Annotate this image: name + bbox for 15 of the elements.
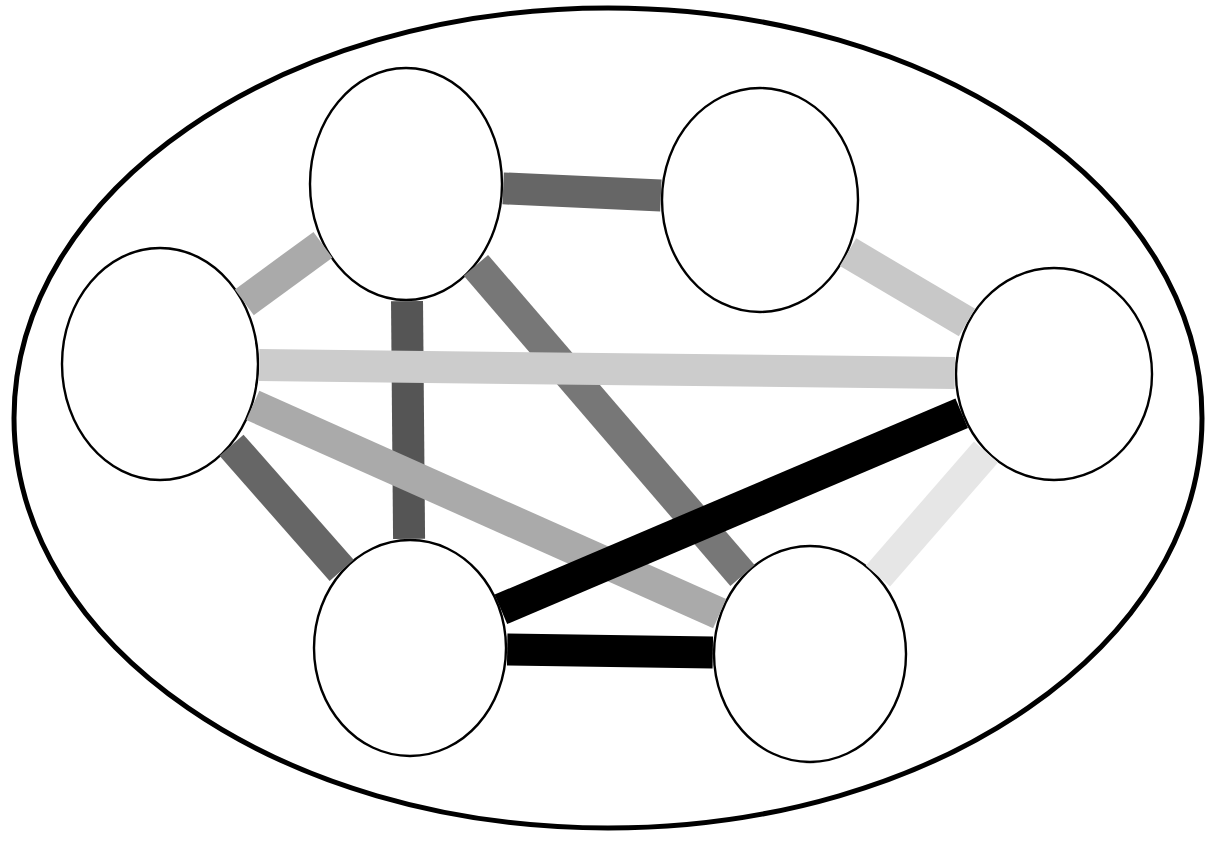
connector-line xyxy=(502,172,662,212)
circle-node xyxy=(660,86,860,314)
connector-line xyxy=(219,434,354,581)
connector-line xyxy=(246,390,727,629)
connector-line xyxy=(259,349,955,389)
circle-node xyxy=(60,246,260,482)
connector-line xyxy=(391,301,426,539)
circle-node xyxy=(312,538,508,758)
connector-line xyxy=(506,633,714,669)
connector-line xyxy=(494,398,968,625)
circle-node xyxy=(954,266,1154,482)
connector-line xyxy=(865,441,999,587)
connector-line xyxy=(839,238,976,337)
circle-node xyxy=(308,66,504,302)
circle-node xyxy=(712,544,908,764)
